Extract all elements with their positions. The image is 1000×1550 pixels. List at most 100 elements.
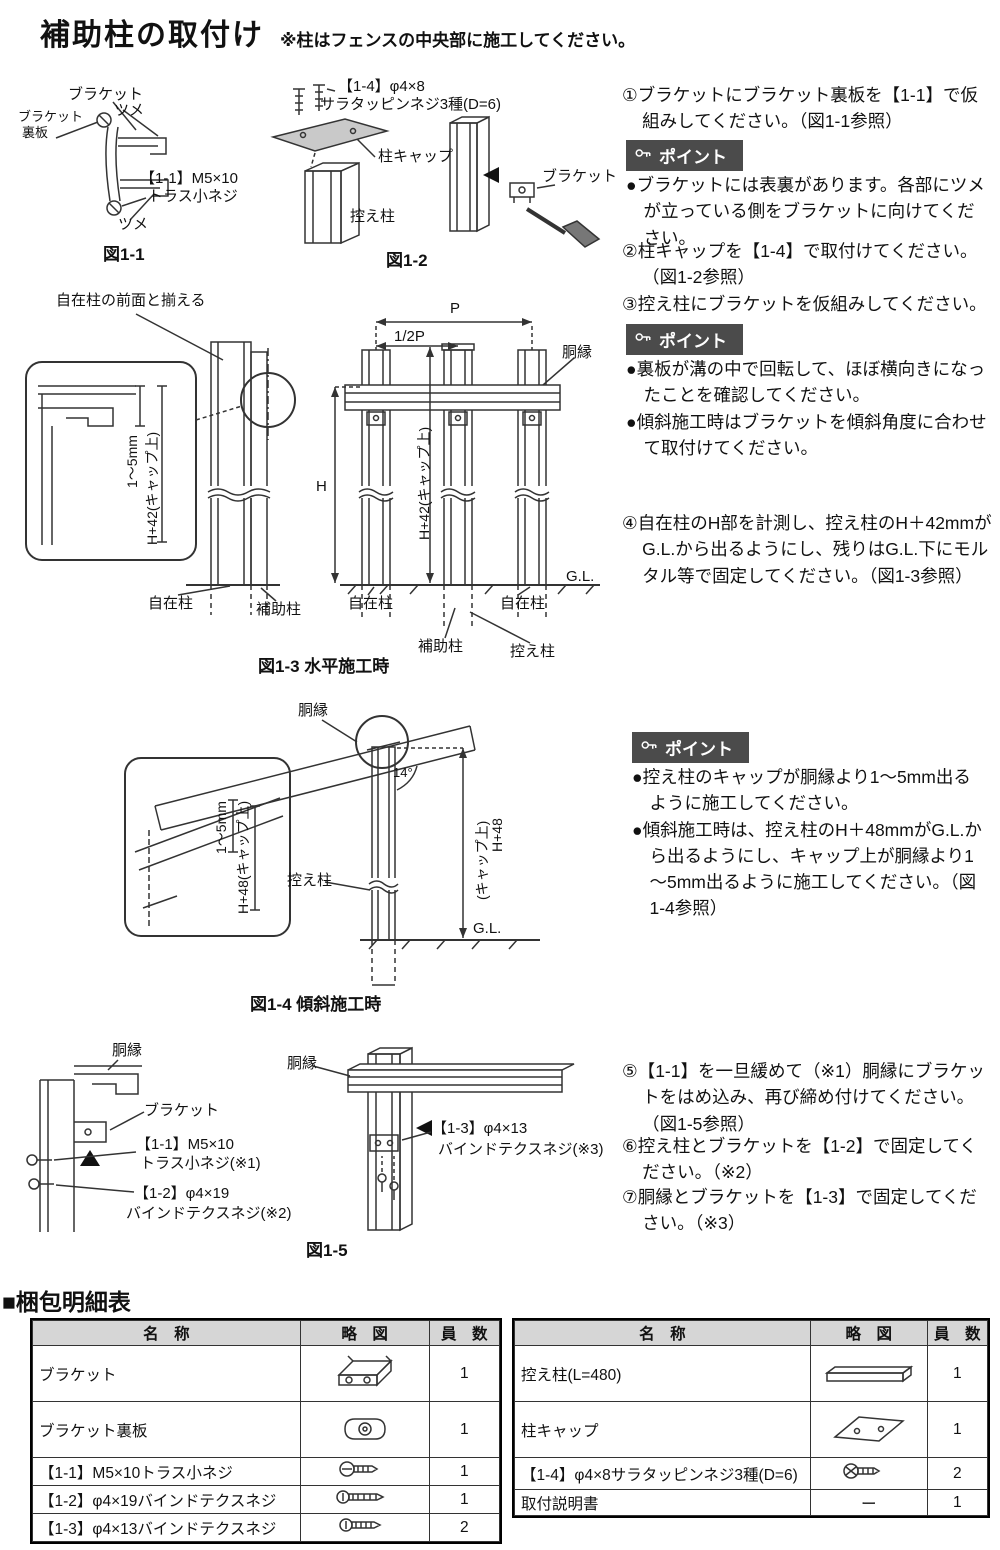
label-gl: G.L. [473,920,502,937]
part-sketch-cell [299,1401,430,1458]
part-name-cell: 【1-4】φ4×8サラタッピンネジ3種(D=6) [514,1457,811,1490]
label-tab-top: ツメ [114,102,145,119]
part-qty-cell: 1 [428,1457,501,1486]
page-title-note: ※柱はフェンスの中央部に施工してください。 [280,31,636,50]
figure-1-4-caption: 図1-4 傾斜施工時 [250,995,382,1014]
point-item: ●裏板が溝の中で回転して、ほぼ横向きになったことを確認してください。 [626,359,986,406]
label-screw-1-4-a: 【1-4】φ4×8 [338,78,425,95]
tex-screw-sketch-icon [338,1518,382,1532]
figure-1-1-caption: 図1-1 [103,245,145,264]
label-bracket: ブラケット [542,168,618,185]
part-qty-cell: 1 [428,1345,501,1402]
point-label: ポイント [659,332,727,351]
label-gl: G.L. [566,568,595,585]
page-title: 補助柱の取付け [40,19,264,52]
key-icon [634,144,652,167]
label-dim-h48-b: (キャップ上) [474,820,490,900]
part-sketch-cell [299,1485,430,1514]
col-header-name: 名 称 [514,1320,811,1346]
figure-1-3-caption: 図1-3 水平施工時 [258,657,390,676]
part-name-cell: 取付説明書 [514,1489,811,1516]
point-box-2-body: ●裏板が溝の中で回転して、ほぼ横向きになったことを確認してください。 ●傾斜施工… [626,356,990,461]
label-rail: 胴縁 [562,344,593,361]
part-name-cell: 【1-1】M5×10トラス小ネジ [32,1457,301,1486]
label-screw-1-4-b: サラタッピンネジ3種(D=6) [320,96,501,113]
part-name-cell: 【1-3】φ4×13バインドテクスネジ [32,1513,301,1542]
table-row: 柱キャップ 1 [514,1401,989,1458]
label-support-post: 控え柱 [350,208,396,225]
point-item: ●控え柱のキャップが胴縁より1～5mm出るように施工してください。 [632,767,971,814]
table-row: 控え柱(L=480) 1 [514,1345,989,1402]
point-item: ●傾斜施工時は、控え柱のH＋48mmがG.L.から出るようにし、キャップ上が胴縁… [632,819,982,919]
col-header-sketch: 略 図 [299,1320,430,1346]
table-header-row: 名 称 略 図 員 数 [32,1320,501,1346]
packing-table-right: 名 称 略 図 員 数 控え柱(L=480) 1 柱キャップ [512,1318,990,1518]
label-backplate-1: ブラケット [18,109,84,124]
figure-1-5-caption: 図1-5 [306,1241,348,1260]
col-header-name: 名 称 [32,1320,301,1346]
label-screw-1-1-b: トラス小ネジ(※1) [140,1155,261,1172]
label-dim-p: P [450,300,461,317]
figure-1-4: 胴縁 14° H+48 (キャップ上) 1～5mm H+48(キャップ上) 控え… [25,700,625,1014]
label-screw-1-3-b: バインドテクスネジ(※3) [438,1141,604,1158]
figure-1-3: 自在柱の前面と揃える P 1/2P 胴縁 H H+42(キャップ上) 1～5mm… [18,290,618,690]
step-4: ④自在柱のH部を計測し、控え柱のH＋42mmがG.L.から出るようにし、残りはG… [622,513,992,586]
part-sketch-cell: ー [809,1489,928,1516]
part-name-cell: ブラケット [32,1345,301,1402]
step-1: ①ブラケットにブラケット裏板を【1-1】で仮組みしてください。（図1-1参照） [622,85,978,132]
table-row: 【1-1】M5×10トラス小ネジ 1 [32,1457,501,1486]
label-rail: 胴縁 [298,702,329,719]
label-rail-left: 胴縁 [112,1042,143,1059]
step-7: ⑦胴縁とブラケットを【1-3】で固定してください。（※3） [622,1187,977,1234]
figure-1-2: 【1-4】φ4×8 サラタッピンネジ3種(D=6) 柱キャップ 控え柱 ブラケッ… [265,75,617,270]
part-qty-cell: 1 [926,1401,989,1458]
part-qty-cell: 1 [926,1489,989,1516]
figure-1-2-caption: 図1-2 [386,251,428,270]
part-name-cell: 柱キャップ [514,1401,811,1458]
bracket-sketch-icon [336,1355,393,1387]
label-free-post-b: 自在柱 [348,595,394,612]
figure-1-3-diagram [25,313,600,644]
label-post-cap: 柱キャップ [378,148,454,165]
figure-1-2-diagram [270,84,601,248]
figure-1-1-diagram [55,101,169,221]
part-qty-cell: 1 [428,1485,501,1514]
point-box-2-header: ポイント [626,324,743,355]
label-tab-bottom: ツメ [118,216,149,233]
table-row: 【1-2】φ4×19バインドテクスネジ 1 [32,1485,501,1514]
table-header-row: 名 称 略 図 員 数 [514,1320,989,1346]
label-support-post: 控え柱 [510,643,556,660]
point-box-3-body: ●控え柱のキャップが胴縁より1～5mm出るように施工してください。 ●傾斜施工時… [632,764,988,922]
figure-1-5: 胴縁 ブラケット 【1-1】M5×10 トラス小ネジ(※1) 【1-2】φ4×1… [18,1040,618,1260]
table-row: 【1-4】φ4×8サラタッピンネジ3種(D=6) 2 [514,1457,989,1490]
table-row: 取付説明書 ー 1 [514,1489,989,1516]
part-qty-cell: 2 [926,1457,989,1490]
label-dim-h42: H+42(キャップ上) [416,426,432,540]
tapping-screw-sketch-icon [842,1463,881,1479]
table-row: ブラケット裏板 1 [32,1401,501,1458]
point-box-1-header: ポイント [626,140,743,171]
part-qty-cell: 1 [926,1345,989,1402]
label-dim-h: H [316,478,327,495]
support-post-sketch-icon [824,1365,913,1383]
part-name-cell: 【1-2】φ4×19バインドテクスネジ [32,1485,301,1514]
point-item: ●ブラケットには表裏があります。各部にツメが立っている側をブラケットに向けてくだ… [626,175,985,248]
key-icon [634,328,652,351]
label-support-post: 控え柱 [287,872,333,889]
part-sketch-cell [299,1457,430,1486]
backplate-sketch-icon [343,1418,386,1440]
point-box-3-header: ポイント [632,732,749,763]
label-screw-1-3-a: 【1-3】φ4×13 [432,1120,528,1137]
figure-1-5-diagram [26,1046,575,1232]
label-detail-h48: H+48(キャップ上) [235,800,251,914]
point-label: ポイント [659,148,727,167]
label-free-post-c: 自在柱 [500,595,546,612]
post-cap-sketch-icon [832,1416,905,1442]
figure-1-4-diagram [124,715,540,986]
table-row: 【1-3】φ4×13バインドテクスネジ 2 [32,1513,501,1542]
packing-table-left: 名 称 略 図 員 数 ブラケット 1 ブラケット裏板 [30,1318,502,1544]
tex-screw-sketch-icon [335,1490,385,1504]
part-qty-cell: 1 [428,1401,501,1458]
part-name-cell: 控え柱(L=480) [514,1345,811,1402]
label-backplate-2: 裏板 [22,125,49,140]
